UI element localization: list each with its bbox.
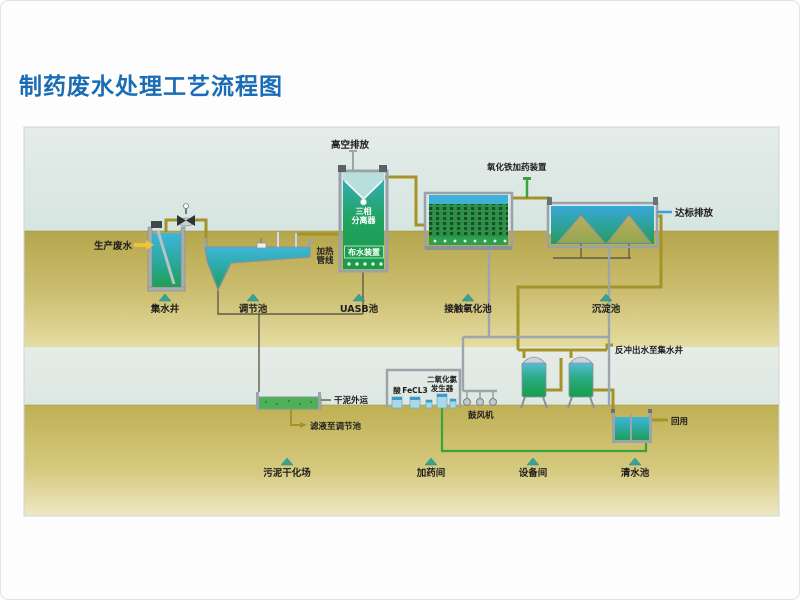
collection-well-label: 集水井 — [150, 303, 180, 315]
floating-mixer — [256, 242, 267, 249]
location-markers — [158, 293, 642, 466]
pipe-blower-stems — [466, 391, 494, 398]
separator-label-1: 三相 — [356, 206, 372, 216]
dry-sludge-label: 干泥外运 — [334, 395, 369, 406]
fecl3-label: FeCL3 — [402, 386, 427, 395]
sludge-lines — [217, 244, 631, 392]
vent-label: 高空排放 — [331, 139, 370, 151]
sedimentation-tank — [546, 197, 672, 249]
regulation-tank — [204, 231, 311, 292]
panel-border — [23, 126, 780, 517]
dosing-room — [385, 368, 462, 409]
clo2-label-2: 发生器 — [430, 383, 454, 393]
clear-water-tank-label: 清水池 — [621, 467, 650, 479]
gas-headspace — [343, 173, 384, 198]
pipe-filter-connections — [522, 350, 573, 392]
sedimentation-label: 沉淀池 — [592, 303, 621, 315]
dosing-room-label: 加药间 — [416, 467, 446, 479]
lift-pump — [177, 203, 195, 227]
acid-label: 酸 — [393, 385, 401, 395]
discharge-label: 达标排放 — [675, 207, 714, 219]
page-title: 制药废水处理工艺流程图 — [19, 74, 283, 100]
contact-oxidation-tank — [423, 191, 514, 250]
influent-arrow — [134, 240, 154, 250]
sludge-texture — [265, 400, 312, 405]
pipe-filters-to-clearwell — [592, 388, 615, 414]
uasb-tank-label: UASB池 — [340, 303, 379, 315]
pipe-uasb-to-contact — [385, 175, 425, 227]
terrain — [23, 126, 780, 517]
chemical-tanks — [391, 393, 457, 409]
contact-oxidation-label: 接触氧化池 — [444, 303, 492, 315]
water-distributor-box — [344, 245, 384, 259]
collection-well — [147, 221, 186, 292]
vent-stack — [349, 150, 357, 171]
iron-doser-label: 氧化铁加药装置 — [486, 162, 547, 173]
heating-line-label-2: 管线 — [316, 255, 334, 266]
pipe-sedimentation-to-filters — [516, 214, 663, 350]
clo2-label-1: 二氧化氯 — [427, 374, 457, 384]
well-screen — [156, 230, 176, 285]
sludge-hopper — [605, 214, 653, 244]
backwash-label: 反冲出水至集水井 — [615, 345, 684, 356]
heating-line-label-1: 加热 — [315, 246, 334, 257]
separator-label-2: 分离器 — [352, 215, 377, 225]
sludge-drying-field-label: 污泥干化场 — [263, 467, 311, 479]
influent-label: 生产废水 — [94, 240, 133, 252]
regulation-tank-label: 调节池 — [239, 303, 268, 315]
aeration-dots — [433, 239, 507, 243]
distributor-label: 布水装置 — [347, 247, 380, 257]
standpipe — [276, 231, 280, 248]
equipment-room-label: 设备间 — [519, 467, 548, 479]
filtrate-label: 滤液至调节池 — [310, 421, 362, 432]
filtrate-arrowhead — [300, 422, 307, 428]
well-grate — [151, 221, 162, 228]
pipe-backwash-tick — [605, 343, 613, 350]
filter-tanks — [520, 356, 595, 409]
clear-water-tank — [611, 409, 652, 443]
biofilm-media — [429, 204, 508, 237]
iron-oxide-doser — [523, 177, 531, 198]
dosing-room-walls — [385, 368, 462, 408]
pipe-filtrate — [290, 409, 300, 426]
blowers — [463, 398, 497, 406]
distributor-nozzles — [347, 262, 383, 266]
reuse-label: 回用 — [671, 417, 688, 427]
sludge-hopper — [555, 214, 607, 244]
blower-label: 鼓风机 — [468, 410, 494, 421]
sludge-drying-bed — [256, 392, 331, 410]
pipe-clo2-dosing — [440, 399, 648, 453]
air-backwash-pipes — [461, 247, 611, 407]
uasb-tank — [338, 165, 389, 273]
